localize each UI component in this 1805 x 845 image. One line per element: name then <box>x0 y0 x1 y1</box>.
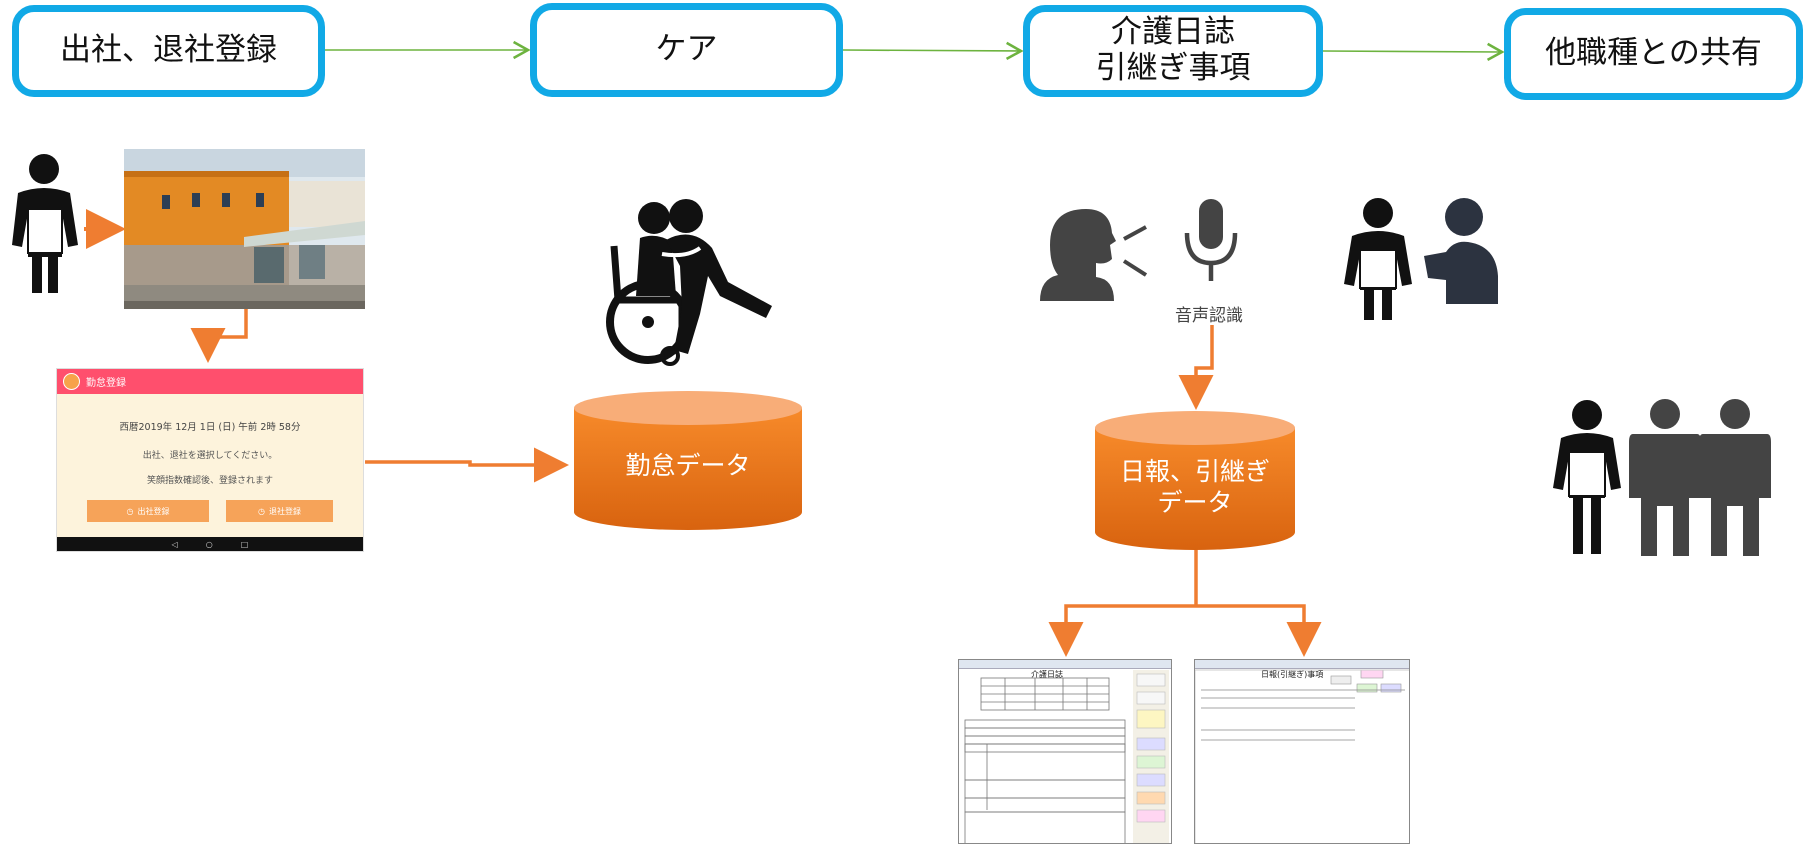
checkin-button-label: 出社登録 <box>137 506 170 516</box>
arrow-voice-to-daily <box>1178 325 1214 410</box>
checkout-button[interactable]: ◷ 退社登録 <box>226 500 333 522</box>
caregiver-icon <box>12 154 78 293</box>
app-header: 勤怠登録 <box>57 369 363 394</box>
app-instruction: 出社、退社を選択してください。 <box>142 451 278 461</box>
stage-care-log: 介護日誌 引継ぎ事項 <box>1023 5 1323 97</box>
stage-attendance: 出社、退社登録 <box>12 5 325 97</box>
stage-sharing: 他職種との共有 <box>1504 8 1803 100</box>
flow-arrow-2 <box>842 41 1024 61</box>
checkout-button-label: 退社登録 <box>268 506 301 516</box>
care-log-thumb-title: 介護日誌 <box>1031 670 1063 679</box>
caregiver-consulting-icon <box>1344 198 1498 320</box>
stage-care: ケア <box>530 3 843 97</box>
speaking-person-icon <box>1040 209 1148 301</box>
arrow-app-to-attendance <box>365 447 569 483</box>
flow-arrow-3 <box>1322 42 1505 62</box>
care-log-thumbnail: 介護日誌 <box>958 659 1172 844</box>
arrow-to-right-thumb <box>1196 604 1322 657</box>
multi-profession-staff-icon <box>1553 399 1771 556</box>
wheelchair-care-icon <box>606 199 772 366</box>
app-logo-icon <box>63 373 80 390</box>
attendance-database <box>574 391 802 530</box>
clock-icon: ◷ <box>126 506 134 516</box>
arrow-building-to-app <box>190 309 248 363</box>
microphone-icon <box>1184 199 1238 281</box>
android-nav-bar: ◁ ○ □ <box>57 537 363 551</box>
voice-recognition-label: 音声認識 <box>1175 306 1243 326</box>
daily-report-thumbnail: 日報(引継ぎ)事項 <box>1194 659 1410 844</box>
arrow-to-left-thumb <box>1048 604 1196 657</box>
daily-report-thumb-body <box>1195 669 1409 843</box>
app-datetime: 西暦2019年 12月 1日 (日) 午前 2時 58分 <box>119 422 301 433</box>
nav-back-icon[interactable]: ◁ <box>171 539 178 549</box>
daily-report-database <box>1095 411 1295 550</box>
daily-report-database-label: 日報、引継ぎ データ <box>1119 457 1270 518</box>
nav-home-icon[interactable]: ○ <box>205 539 213 549</box>
app-header-title: 勤怠登録 <box>86 378 126 389</box>
facility-photo <box>124 149 365 309</box>
care-log-thumb-body <box>964 670 1169 843</box>
app-note: 笑顔指数確認後、登録されます <box>146 476 273 486</box>
attendance-database-label: 勤怠データ <box>625 451 751 480</box>
thumb-titlebar <box>1195 660 1409 669</box>
checkin-button[interactable]: ◷ 出社登録 <box>87 500 209 522</box>
attendance-app-screen: 勤怠登録 西暦2019年 12月 1日 (日) 午前 2時 58分 出社、退社を… <box>56 368 364 552</box>
clock-icon: ◷ <box>258 506 265 516</box>
nav-recent-icon[interactable]: □ <box>240 539 249 549</box>
daily-report-thumb-title: 日報(引継ぎ)事項 <box>1261 670 1324 679</box>
thumb-titlebar <box>959 660 1171 669</box>
